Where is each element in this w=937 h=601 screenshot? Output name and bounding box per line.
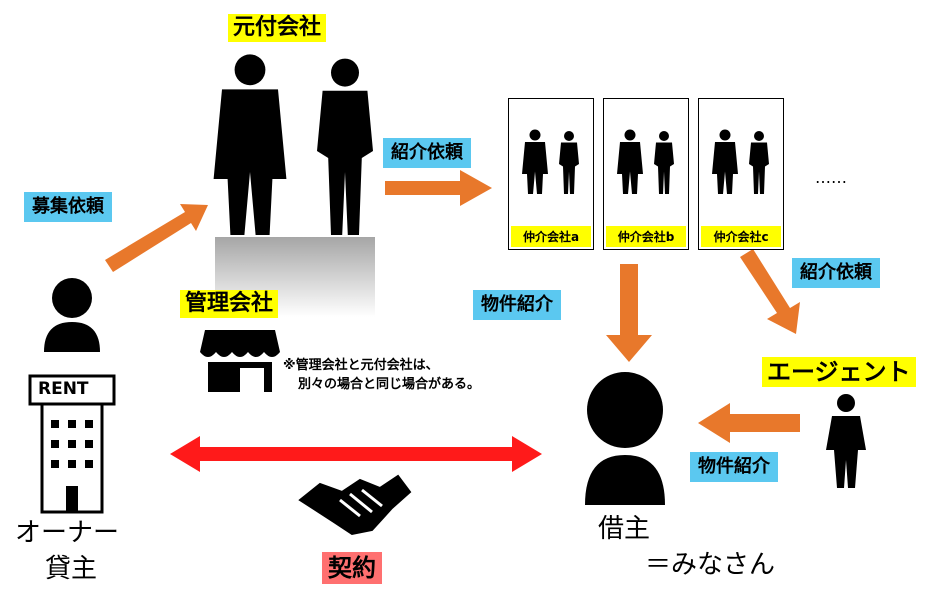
ellipsis: …… bbox=[815, 168, 847, 187]
owner-person-icon bbox=[44, 278, 100, 352]
motozuke-woman-silhouette bbox=[317, 58, 373, 235]
motozuke-man-silhouette bbox=[213, 54, 287, 236]
shokai-irai-top-label: 紹介依頼 bbox=[383, 138, 471, 168]
agent-person-icon bbox=[826, 394, 866, 488]
shokai-irai-right-label: 紹介依頼 bbox=[792, 258, 880, 288]
broker-label: 仲介会社b bbox=[606, 226, 686, 247]
borrower-person-icon bbox=[585, 372, 665, 505]
note-line2: 別々の場合と同じ場合がある。 bbox=[298, 377, 481, 392]
rent-sign-text: RENT bbox=[38, 379, 89, 399]
boshu-irai-label: 募集依頼 bbox=[24, 192, 112, 222]
broker-label: 仲介会社a bbox=[511, 226, 591, 247]
boshu-arrow bbox=[105, 204, 208, 272]
shop-icon bbox=[200, 330, 280, 392]
borrower-label-line1: 借主 bbox=[598, 514, 651, 544]
agent-label: エージェント bbox=[762, 357, 916, 387]
broker-card-c: 仲介会社c bbox=[698, 98, 784, 250]
shokai-arrow-top bbox=[385, 170, 492, 206]
owner-label-line1: オーナー bbox=[15, 518, 120, 548]
bukken-shokai-center-label: 物件紹介 bbox=[473, 290, 561, 320]
owner-label-line2: 貸主 bbox=[45, 554, 98, 584]
broker-label: 仲介会社c bbox=[701, 226, 781, 247]
shokai-arrow-right bbox=[740, 249, 800, 334]
note-line1: ※管理会社と元付会社は、 bbox=[283, 358, 439, 373]
bukken-shokai-right-label: 物件紹介 bbox=[690, 452, 778, 482]
kanri-label: 管理会社 bbox=[180, 290, 279, 318]
broker-card-a: 仲介会社a bbox=[508, 98, 594, 250]
bukken-arrow-center bbox=[606, 264, 652, 362]
bukken-arrow-right bbox=[698, 403, 800, 443]
building-windows bbox=[51, 420, 93, 512]
contract-double-arrow bbox=[170, 436, 542, 472]
motozuke-label: 元付会社 bbox=[228, 14, 327, 42]
broker-card-b: 仲介会社b bbox=[603, 98, 689, 250]
borrower-label-line2: ＝みなさん bbox=[645, 550, 776, 580]
contract-label: 契約 bbox=[322, 552, 382, 584]
handshake-icon bbox=[298, 474, 412, 536]
